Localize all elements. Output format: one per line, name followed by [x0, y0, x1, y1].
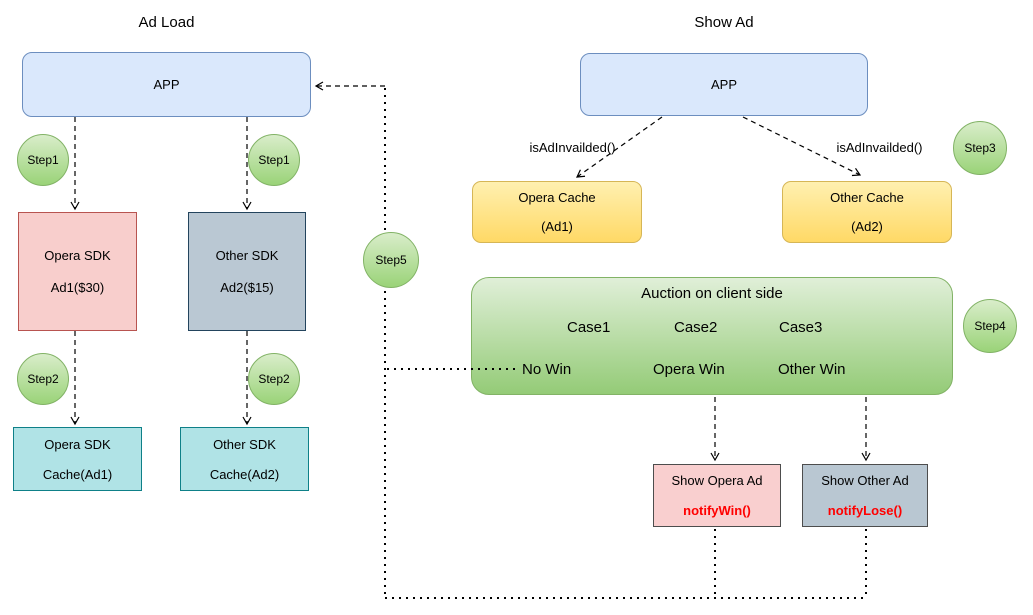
other-cache-title: Other Cache: [830, 190, 904, 205]
step2-badge-label: Step2: [258, 372, 290, 386]
app-box-ad-load: APP: [22, 52, 311, 117]
other-sdk-cache-title: Other SDK: [213, 436, 276, 452]
step2-badge-left: Step2: [17, 353, 69, 405]
app-box-label: APP: [153, 77, 180, 92]
other-cache-box: Other Cache (Ad2): [782, 181, 952, 243]
step4-badge-label: Step4: [974, 319, 1006, 333]
auction-outcome-no-win: No Win: [522, 361, 572, 378]
app-box-show-ad: APP: [580, 53, 868, 116]
step1-badge-label: Step1: [27, 153, 59, 167]
step5-badge-label: Step5: [375, 253, 407, 267]
opera-cache-ad: (Ad1): [541, 219, 573, 234]
step2-badge-label: Step2: [27, 372, 59, 386]
other-sdk-cache-box: Other SDK Cache(Ad2): [180, 427, 309, 491]
auction-outcome-other-win: Other Win: [778, 361, 846, 378]
is-ad-invailded-label-left: isAdInvailded(): [529, 140, 616, 155]
auction-outcome-opera-win: Opera Win: [653, 361, 725, 378]
app-box-label: APP: [710, 77, 737, 92]
auction-case1: Case1: [567, 319, 611, 336]
section-title-ad-load: Ad Load: [138, 14, 195, 31]
opera-sdk-title: Opera SDK: [44, 248, 111, 263]
step1-badge-right: Step1: [248, 134, 300, 186]
step1-badge-left: Step1: [17, 134, 69, 186]
other-cache-ad: (Ad2): [851, 219, 883, 234]
auction-case3: Case3: [779, 319, 823, 336]
opera-sdk-cache-value: Cache(Ad1): [42, 466, 113, 482]
section-title-show-ad: Show Ad: [694, 14, 754, 31]
opera-sdk-cache-box: Opera SDK Cache(Ad1): [13, 427, 142, 491]
show-other-ad-title: Show Other Ad: [821, 473, 909, 488]
show-other-ad-box: Show Other Ad notifyLose(): [802, 464, 928, 527]
notify-lose-call: notifyLose(): [827, 503, 903, 518]
opera-cache-title: Opera Cache: [518, 190, 596, 205]
show-opera-ad-title: Show Opera Ad: [671, 473, 763, 488]
auction-box: Auction on client side Case1 Case2 Case3…: [471, 277, 953, 395]
auction-title: Auction on client side: [641, 285, 783, 302]
step3-badge-label: Step3: [964, 141, 996, 155]
opera-sdk-ad: Ad1($30): [50, 280, 105, 295]
other-sdk-title: Other SDK: [215, 248, 279, 263]
show-opera-ad-box: Show Opera Ad notifyWin(): [653, 464, 781, 527]
step3-badge: Step3: [953, 121, 1007, 175]
opera-sdk-box: Opera SDK Ad1($30): [18, 212, 137, 331]
opera-cache-box: Opera Cache (Ad1): [472, 181, 642, 243]
step5-badge: Step5: [363, 232, 419, 288]
other-sdk-cache-value: Cache(Ad2): [209, 466, 280, 482]
other-sdk-box: Other SDK Ad2($15): [188, 212, 306, 331]
auction-case2: Case2: [674, 319, 718, 336]
step2-badge-right: Step2: [248, 353, 300, 405]
is-ad-invailded-label-right: isAdInvailded(): [836, 140, 923, 155]
opera-sdk-cache-title: Opera SDK: [44, 436, 111, 452]
other-sdk-ad: Ad2($15): [220, 280, 274, 295]
step4-badge: Step4: [963, 299, 1017, 353]
notify-win-call: notifyWin(): [683, 503, 751, 518]
step1-badge-label: Step1: [258, 153, 290, 167]
